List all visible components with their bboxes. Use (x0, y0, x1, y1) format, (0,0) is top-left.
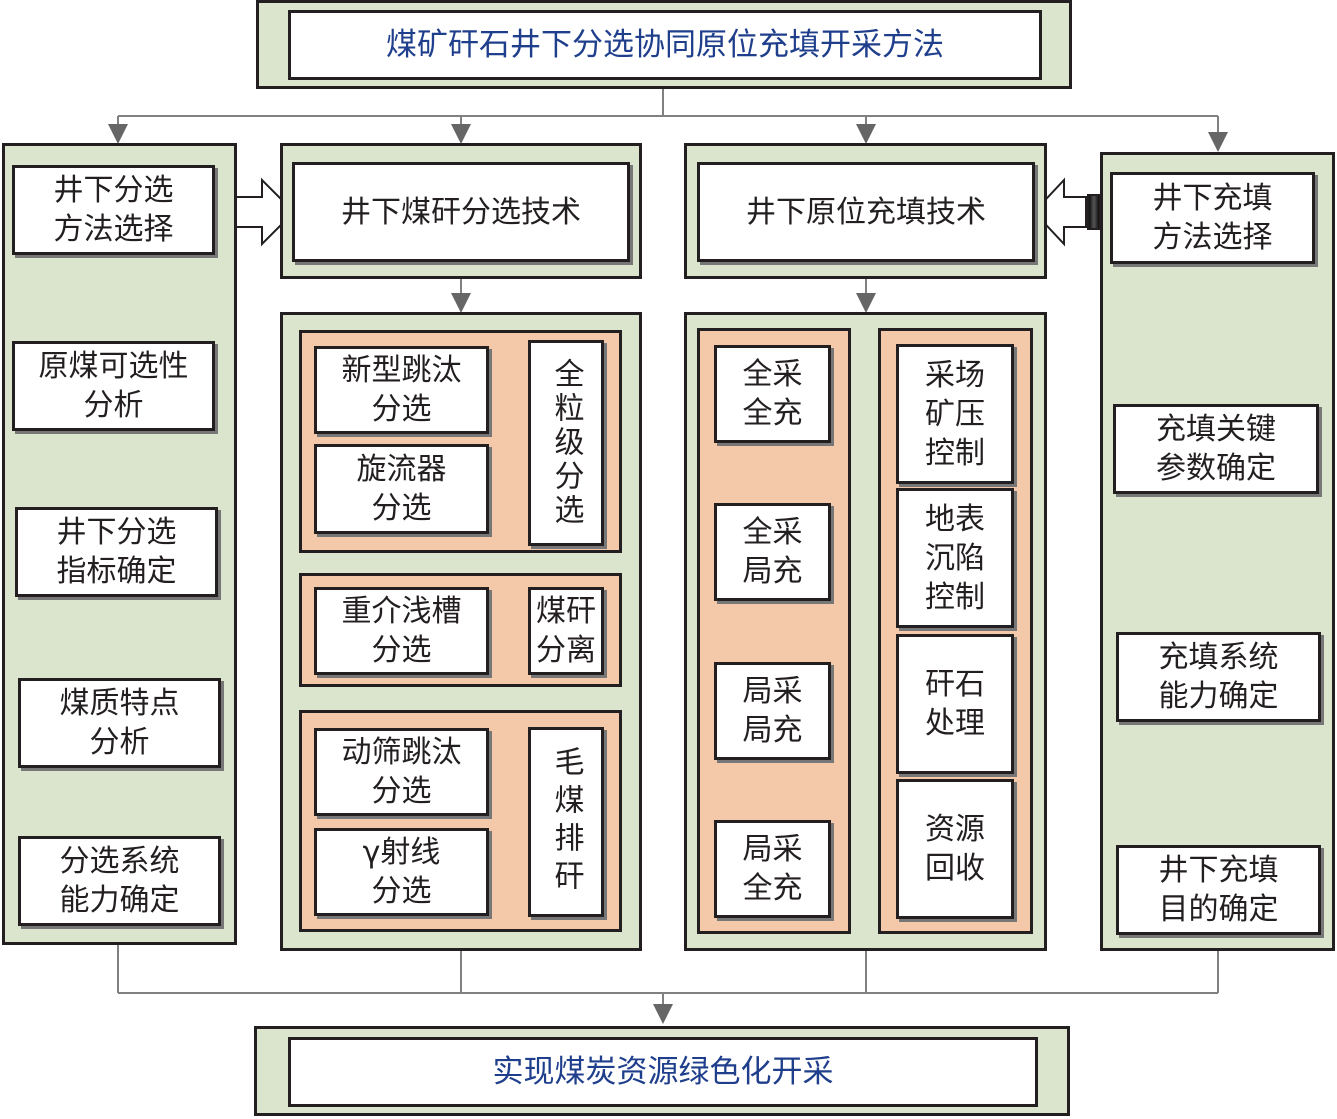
goal-gangue-disposal: 矸石 处理 (896, 634, 1014, 774)
method-moving-screen-jig: 动筛跳汰 分选 (314, 728, 489, 816)
result-full-size-separation: 全粒级分选 (528, 340, 604, 546)
mode-full-mining-full-filling: 全采 全充 (714, 345, 831, 443)
goal-stope-pressure-control: 采场 矿压 控制 (896, 344, 1014, 484)
goal-surface-subsidence-control: 地表 沉陷 控制 (896, 488, 1014, 628)
top-title: 煤矿矸石井下分选协同原位充填开采方法 (288, 10, 1042, 80)
method-dense-medium: 重介浅槽 分选 (314, 587, 489, 675)
left-step-5: 分选系统 能力确定 (18, 836, 221, 926)
right-step-3: 充填系统 能力确定 (1116, 632, 1321, 722)
method-new-jig: 新型跳汰 分选 (314, 346, 489, 434)
result-coal-gangue-separation: 煤矸 分离 (528, 587, 604, 675)
method-hydrocyclone: 旋流器 分选 (314, 444, 489, 534)
result-raw-coal-gangue-removal: 毛煤排矸 (528, 727, 604, 917)
mode-partial-mining-full-filling: 局采 全充 (714, 820, 831, 918)
right-step-4: 井下充填 目的确定 (1116, 845, 1321, 935)
right-column-panel (1100, 152, 1335, 951)
filling-title: 井下原位充填技术 (697, 162, 1035, 262)
left-step-3: 井下分选 指标确定 (15, 507, 218, 597)
mode-partial-mining-partial-filling: 局采 局充 (714, 662, 831, 760)
right-step-2: 充填关键 参数确定 (1113, 404, 1319, 494)
right-step-1: 井下充填 方法选择 (1110, 172, 1315, 264)
goal-resource-recovery: 资源 回收 (896, 779, 1014, 919)
method-gamma-ray: γ射线 分选 (314, 828, 489, 916)
mode-full-mining-partial-filling: 全采 局充 (714, 503, 831, 601)
bottom-title: 实现煤炭资源绿色化开采 (288, 1037, 1038, 1107)
left-step-4: 煤质特点 分析 (18, 678, 221, 768)
left-step-1: 井下分选 方法选择 (12, 165, 215, 255)
left-step-2: 原煤可选性 分析 (12, 341, 215, 431)
separation-title: 井下煤矸分选技术 (292, 162, 630, 262)
